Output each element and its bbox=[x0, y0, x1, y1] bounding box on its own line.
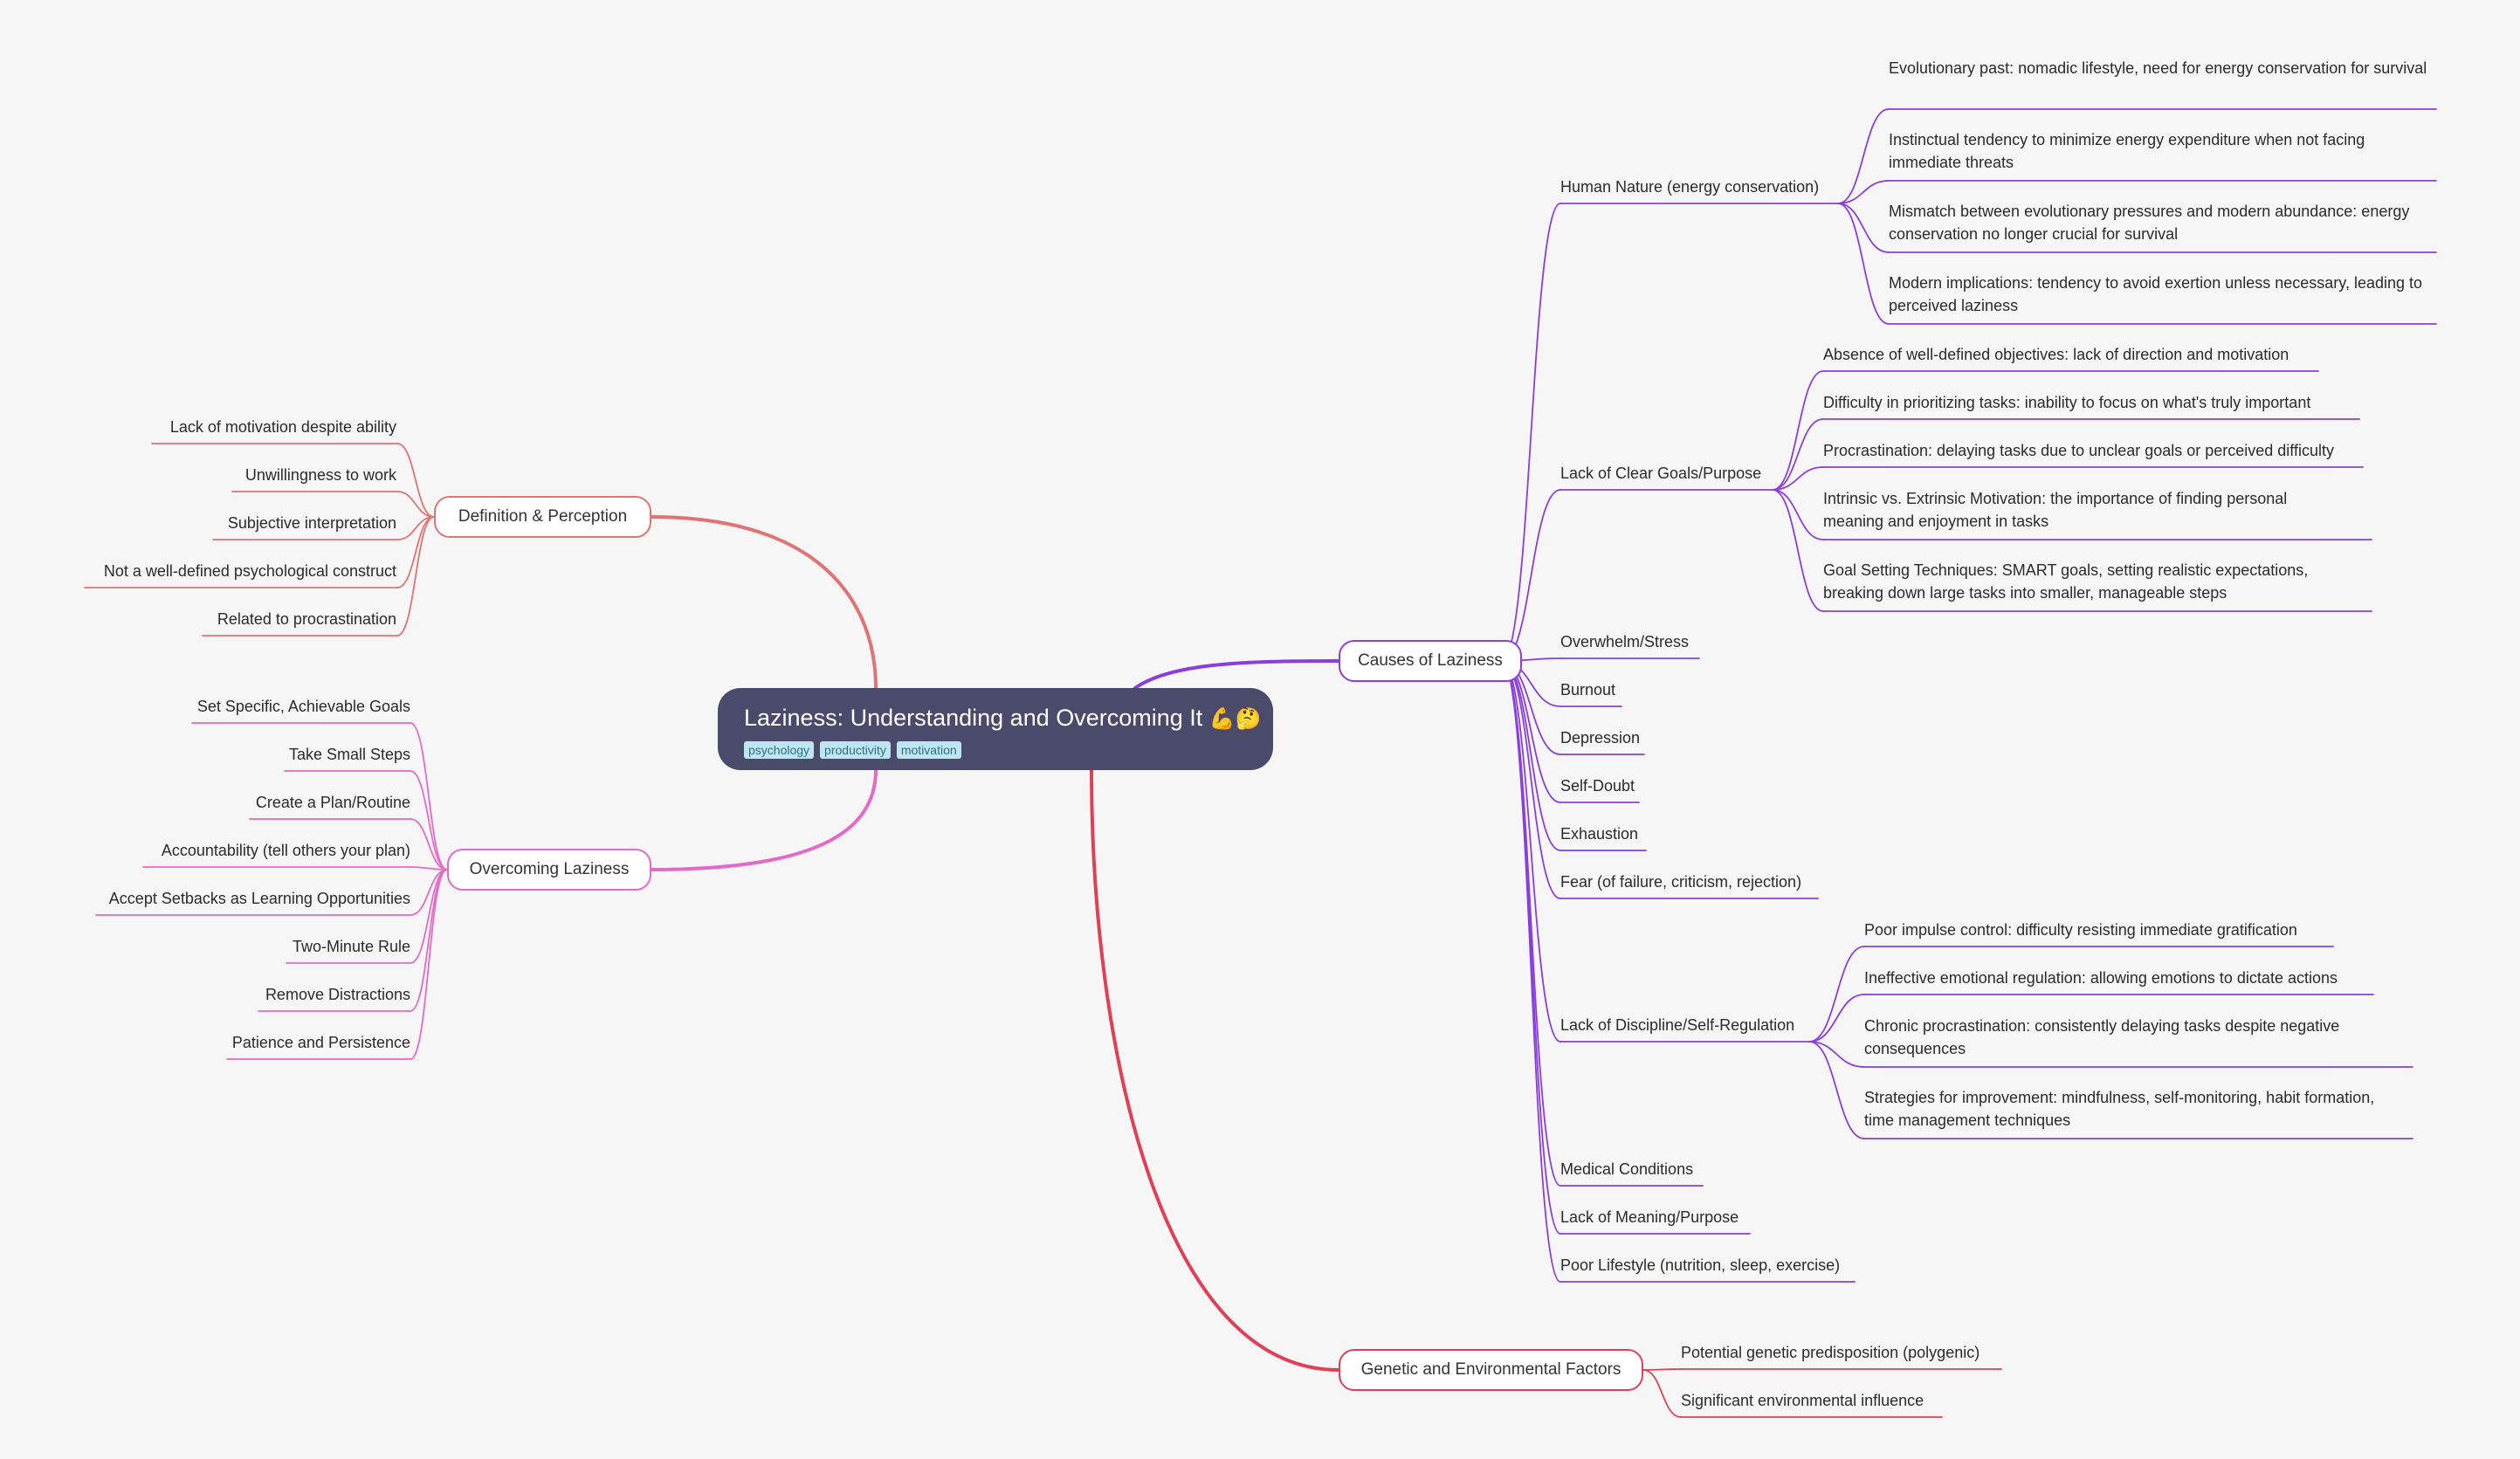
connector-clear-goals bbox=[1772, 489, 1824, 540]
cause-discipline[interactable]: Lack of Discipline/Self-Regulation bbox=[1560, 1016, 1795, 1034]
leaf-overcoming-4[interactable]: Accept Setbacks as Learning Opportunitie… bbox=[108, 890, 410, 907]
connector-discipline bbox=[1808, 994, 1865, 1043]
connector-overcoming bbox=[650, 768, 878, 871]
connector-human-nature bbox=[1837, 108, 1890, 204]
connector-human-nature bbox=[1837, 203, 1890, 253]
connector-cause bbox=[1501, 203, 1561, 662]
cause-burnout[interactable]: Burnout bbox=[1560, 681, 1616, 699]
connector-genetic-leaf bbox=[1642, 1369, 1682, 1418]
genetic-1[interactable]: Significant environmental influence bbox=[1681, 1392, 1924, 1409]
leaf-overcoming-0[interactable]: Set Specific, Achievable Goals bbox=[196, 698, 410, 715]
connector-definition-leaf bbox=[396, 516, 435, 637]
root-tags: psychology productivity motivation bbox=[744, 741, 1247, 759]
connector-clear-goals bbox=[1772, 466, 1824, 491]
cause-lack-of-meaning[interactable]: Lack of Meaning/Purpose bbox=[1560, 1208, 1739, 1226]
leaf-overcoming-3[interactable]: Accountability (tell others your plan) bbox=[161, 842, 410, 859]
cause-clear-goals[interactable]: Lack of Clear Goals/Purpose bbox=[1560, 465, 1762, 482]
discipline-3[interactable]: Strategies for improvement: mindfulness,… bbox=[1864, 1089, 2375, 1129]
root-emoji-icon: 💪🤔 bbox=[1208, 706, 1262, 731]
connector-overcoming-leaf bbox=[410, 818, 448, 871]
connector-cause bbox=[1501, 660, 1561, 1283]
clear-goals-2[interactable]: Procrastination: delaying tasks due to u… bbox=[1823, 442, 2334, 459]
connector-cause bbox=[1501, 660, 1561, 1187]
connector-overcoming-leaf bbox=[410, 869, 448, 964]
connector-causes bbox=[1133, 659, 1340, 690]
genetic-0[interactable]: Potential genetic predisposition (polyge… bbox=[1681, 1344, 1980, 1361]
leaf-overcoming-5[interactable]: Two-Minute Rule bbox=[292, 938, 410, 955]
leaf-definition-3[interactable]: Not a well-defined psychological constru… bbox=[103, 562, 396, 580]
cause-depression[interactable]: Depression bbox=[1560, 729, 1641, 747]
discipline-2[interactable]: Chronic procrastination: consistently de… bbox=[1864, 1017, 2340, 1057]
leaf-definition-2[interactable]: Subjective interpretation bbox=[227, 514, 396, 532]
cause-human-nature[interactable]: Human Nature (energy conservation) bbox=[1560, 178, 1820, 196]
connector-discipline bbox=[1808, 946, 1865, 1043]
connector-definition-leaf bbox=[396, 516, 435, 588]
leaf-definition-0[interactable]: Lack of motivation despite ability bbox=[169, 418, 396, 436]
cause-medical-conditions[interactable]: Medical Conditions bbox=[1560, 1160, 1694, 1178]
connector-cause bbox=[1501, 660, 1561, 1043]
tag-productivity[interactable]: productivity bbox=[820, 741, 891, 759]
connector-definition-leaf bbox=[396, 516, 435, 540]
connector-human-nature bbox=[1837, 180, 1890, 204]
human-nature-2[interactable]: Mismatch between evolutionary pressures … bbox=[1889, 203, 2410, 243]
connector-overcoming-leaf bbox=[410, 869, 448, 1060]
root-title: Laziness: Understanding and Overcoming I… bbox=[744, 700, 1262, 736]
connector-genetic-leaf bbox=[1642, 1368, 1682, 1371]
branch-causes-of-laziness[interactable]: Causes of Laziness bbox=[1339, 640, 1522, 682]
branch-overcoming-laziness[interactable]: Overcoming Laziness bbox=[447, 849, 651, 891]
connector-definition bbox=[650, 515, 878, 690]
clear-goals-1[interactable]: Difficulty in prioritizing tasks: inabil… bbox=[1823, 394, 2311, 411]
cause-self-doubt[interactable]: Self-Doubt bbox=[1560, 777, 1635, 795]
connector-definition-leaf bbox=[396, 443, 435, 518]
branch-genetic-environmental[interactable]: Genetic and Environmental Factors bbox=[1339, 1349, 1643, 1391]
connector-cause bbox=[1501, 660, 1561, 1235]
connector-overcoming-leaf bbox=[410, 722, 448, 871]
leaf-overcoming-2[interactable]: Create a Plan/Routine bbox=[255, 794, 410, 811]
leaf-definition-1[interactable]: Unwillingness to work bbox=[244, 466, 396, 484]
connector-cause bbox=[1501, 660, 1561, 851]
human-nature-3[interactable]: Modern implications: tendency to avoid e… bbox=[1889, 274, 2423, 314]
leaf-overcoming-1[interactable]: Take Small Steps bbox=[288, 746, 410, 763]
leaf-overcoming-7[interactable]: Patience and Persistence bbox=[231, 1034, 410, 1051]
connector-clear-goals bbox=[1772, 489, 1824, 612]
discipline-1[interactable]: Ineffective emotional regulation: allowi… bbox=[1864, 969, 2338, 987]
connector-human-nature bbox=[1837, 203, 1890, 325]
cause-poor-lifestyle[interactable]: Poor Lifestyle (nutrition, sleep, exerci… bbox=[1560, 1256, 1841, 1274]
root-title-text: Laziness: Understanding and Overcoming I… bbox=[744, 705, 1203, 731]
connector-genetic bbox=[1090, 768, 1340, 1372]
connector-discipline bbox=[1808, 1041, 1865, 1139]
cause-exhaustion[interactable]: Exhaustion bbox=[1560, 825, 1639, 843]
connector-cause bbox=[1501, 489, 1561, 662]
clear-goals-3[interactable]: Intrinsic vs. Extrinsic Motivation: the … bbox=[1823, 490, 2288, 530]
connector-clear-goals bbox=[1772, 418, 1824, 491]
leaf-definition-4[interactable]: Related to procrastination bbox=[217, 610, 396, 628]
tag-motivation[interactable]: motivation bbox=[896, 741, 961, 759]
clear-goals-4[interactable]: Goal Setting Techniques: SMART goals, se… bbox=[1823, 561, 2309, 602]
connector-clear-goals bbox=[1772, 370, 1824, 491]
discipline-0[interactable]: Poor impulse control: difficulty resisti… bbox=[1864, 921, 2297, 939]
connector-discipline bbox=[1808, 1041, 1865, 1068]
branch-definition-perception[interactable]: Definition & Perception bbox=[434, 496, 651, 538]
human-nature-0[interactable]: Evolutionary past: nomadic lifestyle, ne… bbox=[1889, 59, 2427, 77]
leaf-overcoming-6[interactable]: Remove Distractions bbox=[265, 986, 410, 1003]
tag-psychology[interactable]: psychology bbox=[744, 741, 815, 759]
connector-overcoming-leaf bbox=[410, 770, 448, 871]
cause-fear[interactable]: Fear (of failure, criticism, rejection) bbox=[1560, 873, 1802, 891]
clear-goals-0[interactable]: Absence of well-defined objectives: lack… bbox=[1823, 346, 2289, 363]
connector-overcoming-leaf bbox=[410, 866, 448, 871]
cause-overwhelm-stress[interactable]: Overwhelm/Stress bbox=[1560, 633, 1690, 650]
connector-cause bbox=[1501, 660, 1561, 899]
root-node[interactable]: Laziness: Understanding and Overcoming I… bbox=[718, 688, 1273, 770]
human-nature-1[interactable]: Instinctual tendency to minimize energy … bbox=[1889, 131, 2365, 171]
connector-overcoming-leaf bbox=[410, 869, 448, 916]
connector-definition-leaf bbox=[396, 491, 435, 518]
